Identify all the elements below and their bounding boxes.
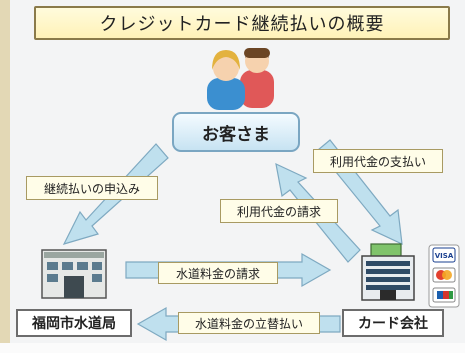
water-bureau-node: 福岡市水道局	[16, 309, 132, 337]
diagram-title: クレジットカード継続払いの概要	[34, 6, 450, 40]
flow-label-usage-claim: 利用代金の請求	[220, 199, 338, 223]
flow-label-payment: 利用代金の支払い	[313, 149, 443, 173]
visa-card-label: VISA	[435, 252, 454, 260]
flow-label-advance-payment: 水道料金の立替払い	[178, 312, 320, 334]
flow-label-water-claim: 水道料金の請求	[158, 262, 278, 284]
water-bureau-building-icon	[41, 249, 107, 299]
credit-cards-icon: VISA	[428, 244, 460, 308]
flow-label-apply: 継続払いの申込み	[26, 176, 158, 200]
customer-node: お客さま	[172, 112, 300, 152]
customer-people-icon	[207, 48, 274, 110]
bottom-strip	[0, 343, 465, 353]
card-company-building-icon	[361, 243, 415, 301]
left-accent-bar	[0, 0, 10, 353]
card-company-node: カード会社	[342, 309, 444, 337]
